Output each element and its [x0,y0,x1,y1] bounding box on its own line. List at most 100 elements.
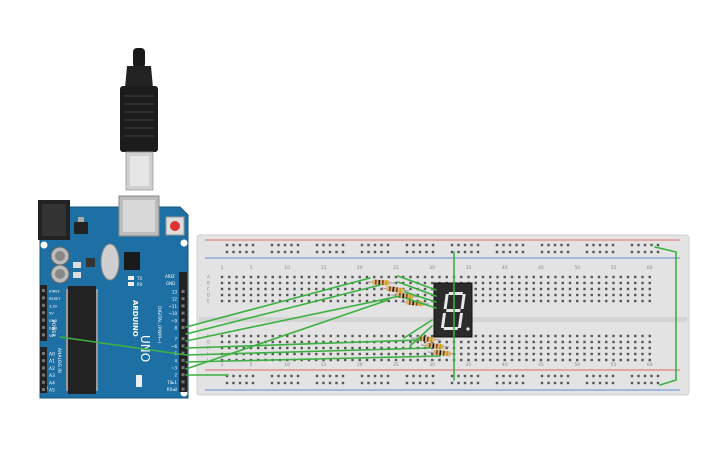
rail-hole[interactable] [290,381,293,385]
breadboard-hole[interactable] [605,334,608,338]
breadboard-hole[interactable] [467,275,470,279]
rail-hole[interactable] [592,374,595,378]
rail-hole[interactable] [373,243,377,247]
breadboard-hole[interactable] [532,293,535,297]
rail-hole[interactable] [360,381,364,385]
breadboard-hole[interactable] [525,340,528,344]
breadboard-hole[interactable] [365,358,369,362]
analog-pin[interactable] [42,359,45,363]
rail-hole[interactable] [611,250,615,254]
breadboard-hole[interactable] [539,358,543,362]
power-pin[interactable] [42,333,45,337]
power-pin[interactable] [42,318,45,322]
breadboard-hole[interactable] [626,334,630,338]
power-pin[interactable] [42,296,45,300]
breadboard-hole[interactable] [344,287,347,291]
breadboard-hole[interactable] [242,293,245,297]
breadboard-hole[interactable] [641,293,644,297]
rail-hole[interactable] [232,374,235,378]
breadboard-hole[interactable] [293,275,296,279]
breadboard-hole[interactable] [634,340,637,344]
rail-hole[interactable] [553,381,557,385]
rail-hole[interactable] [315,381,319,385]
breadboard-hole[interactable] [474,358,477,362]
breadboard-hole[interactable] [576,299,579,303]
breadboard-hole[interactable] [257,287,260,291]
breadboard-hole[interactable] [510,334,514,338]
breadboard-hole[interactable] [481,287,485,291]
breadboard-hole[interactable] [336,299,340,303]
rail-hole[interactable] [630,250,634,254]
breadboard-hole[interactable] [264,346,267,350]
breadboard-hole[interactable] [547,275,550,279]
breadboard-hole[interactable] [242,346,245,350]
breadboard-hole[interactable] [626,358,630,362]
breadboard-hole[interactable] [293,352,296,356]
breadboard-hole[interactable] [431,358,434,362]
rail-hole[interactable] [515,374,518,378]
breadboard-hole[interactable] [402,334,405,338]
breadboard-hole[interactable] [445,358,448,362]
breadboard-hole[interactable] [387,334,390,338]
resistor[interactable] [380,285,410,294]
breadboard-hole[interactable] [257,352,260,356]
breadboard-hole[interactable] [278,299,282,303]
breadboard-hole[interactable] [634,293,637,297]
rail-hole[interactable] [547,374,550,378]
breadboard-hole[interactable] [307,352,311,356]
breadboard-hole[interactable] [315,293,318,297]
breadboard-hole[interactable] [257,340,260,344]
breadboard-hole[interactable] [387,299,390,303]
wire[interactable] [185,355,441,363]
breadboard-hole[interactable] [539,334,543,338]
breadboard-hole[interactable] [648,352,651,356]
breadboard-hole[interactable] [590,299,593,303]
rail-hole[interactable] [405,381,409,385]
breadboard-hole[interactable] [423,334,427,338]
rail-hole[interactable] [360,243,364,247]
breadboard-hole[interactable] [474,293,477,297]
breadboard-hole[interactable] [271,346,274,350]
breadboard-hole[interactable] [358,293,361,297]
breadboard-hole[interactable] [358,358,361,362]
rail-hole[interactable] [322,381,325,385]
breadboard-hole[interactable] [358,281,361,285]
rail-hole[interactable] [412,243,415,247]
wire[interactable] [409,325,433,347]
breadboard-hole[interactable] [307,281,311,285]
breadboard-hole[interactable] [561,287,564,291]
rail-hole[interactable] [238,250,242,254]
breadboard-hole[interactable] [431,352,434,356]
rail-hole[interactable] [643,381,647,385]
breadboard-hole[interactable] [503,358,506,362]
breadboard-hole[interactable] [228,275,231,279]
breadboard-hole[interactable] [322,293,325,297]
breadboard-hole[interactable] [380,299,383,303]
wires[interactable] [59,246,677,386]
breadboard-hole[interactable] [286,340,289,344]
breadboard-hole[interactable] [590,340,593,344]
breadboard-hole[interactable] [510,340,514,344]
breadboard-hole[interactable] [235,287,238,291]
rail-hole[interactable] [290,243,293,247]
breadboard-hole[interactable] [576,334,579,338]
breadboard-hole[interactable] [510,293,514,297]
breadboard-hole[interactable] [626,340,630,344]
breadboard-hole[interactable] [329,340,332,344]
breadboard-hole[interactable] [467,358,470,362]
breadboard-hole[interactable] [590,346,593,350]
breadboard-hole[interactable] [416,275,419,279]
breadboard-hole[interactable] [525,358,528,362]
breadboard-hole[interactable] [315,287,318,291]
breadboard-hole[interactable] [300,287,303,291]
rail-hole[interactable] [585,243,589,247]
rail-hole[interactable] [225,250,229,254]
breadboard-hole[interactable] [365,281,369,285]
breadboard-hole[interactable] [380,275,383,279]
breadboard-hole[interactable] [496,281,499,285]
rail-hole[interactable] [508,250,512,254]
resistor[interactable] [410,335,442,343]
breadboard-hole[interactable] [380,346,383,350]
breadboard-hole[interactable] [228,346,231,350]
breadboard-hole[interactable] [619,275,622,279]
